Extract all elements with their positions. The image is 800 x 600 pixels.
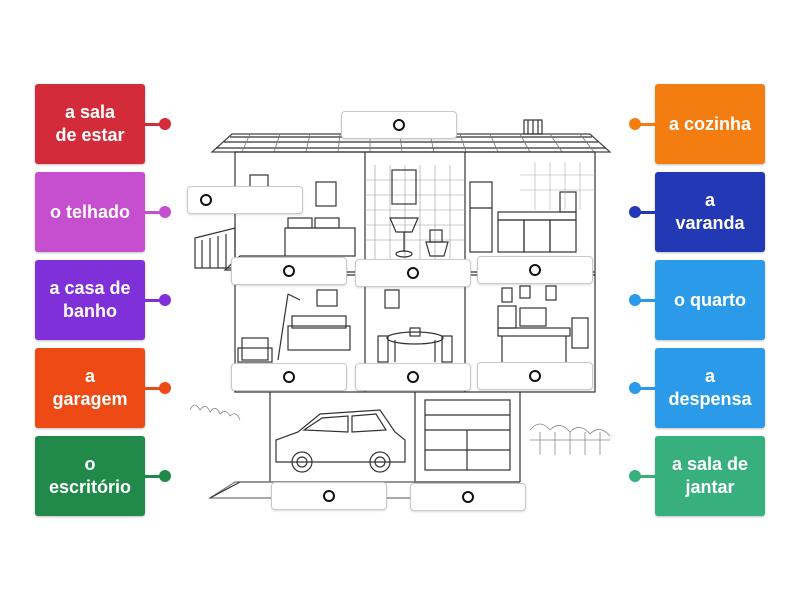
tile-casa-de-banho[interactable]: a casa de banho <box>35 260 145 340</box>
tile-label: a sala de estar <box>55 102 125 145</box>
drop-ring-icon <box>323 490 335 502</box>
connector-dot[interactable] <box>629 118 641 130</box>
drop-slot[interactable] <box>271 482 387 510</box>
connector-dot[interactable] <box>629 294 641 306</box>
drop-slot[interactable] <box>341 111 457 139</box>
connector-dot[interactable] <box>629 206 641 218</box>
connector-line <box>145 299 165 302</box>
connector-line <box>635 123 655 126</box>
drop-ring-icon <box>393 119 405 131</box>
drop-ring-icon <box>283 265 295 277</box>
drop-slot[interactable] <box>410 483 526 511</box>
connector-line <box>145 387 165 390</box>
connector-line <box>145 211 165 214</box>
connector-line <box>635 211 655 214</box>
tile-label: a cozinha <box>668 113 752 134</box>
tile-telhado[interactable]: o telhado <box>35 172 145 252</box>
drop-slot[interactable] <box>355 259 471 287</box>
tile-varanda[interactable]: a varanda <box>655 172 765 252</box>
drop-ring-icon <box>407 371 419 383</box>
tile-label: a despensa <box>668 366 752 409</box>
drop-ring-icon <box>462 491 474 503</box>
tile-label: a varanda <box>675 190 745 233</box>
connector-line <box>635 387 655 390</box>
tile-label: o escritório <box>48 454 132 497</box>
tile-sala-de-jantar[interactable]: a sala de jantar <box>655 436 765 516</box>
connector-line <box>145 123 165 126</box>
connector-line <box>635 299 655 302</box>
drop-slot[interactable] <box>477 362 593 390</box>
tile-cozinha[interactable]: a cozinha <box>655 84 765 164</box>
drop-ring-icon <box>200 194 212 206</box>
connector-line <box>145 475 165 478</box>
drop-slot[interactable] <box>231 363 347 391</box>
drop-ring-icon <box>529 370 541 382</box>
drop-slot[interactable] <box>477 256 593 284</box>
tile-garagem[interactable]: a garagem <box>35 348 145 428</box>
connector-dot[interactable] <box>629 470 641 482</box>
drop-slot[interactable] <box>187 186 303 214</box>
connector-dot[interactable] <box>159 470 171 482</box>
connector-dot[interactable] <box>629 382 641 394</box>
tile-sala-de-estar[interactable]: a sala de estar <box>35 84 145 164</box>
connector-dot[interactable] <box>159 382 171 394</box>
tile-label: o quarto <box>674 289 746 310</box>
tile-label: o telhado <box>50 201 130 222</box>
tile-label: a casa de banho <box>49 278 131 321</box>
connector-line <box>635 475 655 478</box>
connector-dot[interactable] <box>159 206 171 218</box>
tile-despensa[interactable]: a despensa <box>655 348 765 428</box>
tile-quarto[interactable]: o quarto <box>655 260 765 340</box>
tile-label: a sala de jantar <box>671 454 749 497</box>
drop-ring-icon <box>529 264 541 276</box>
house-illustration <box>189 119 612 499</box>
tile-label: a garagem <box>52 366 128 409</box>
drop-ring-icon <box>407 267 419 279</box>
drop-slot[interactable] <box>231 257 347 285</box>
connector-dot[interactable] <box>159 294 171 306</box>
connector-dot[interactable] <box>159 118 171 130</box>
drop-slot[interactable] <box>355 363 471 391</box>
tile-escritorio[interactable]: o escritório <box>35 436 145 516</box>
drop-ring-icon <box>283 371 295 383</box>
car-drawing <box>275 409 406 473</box>
